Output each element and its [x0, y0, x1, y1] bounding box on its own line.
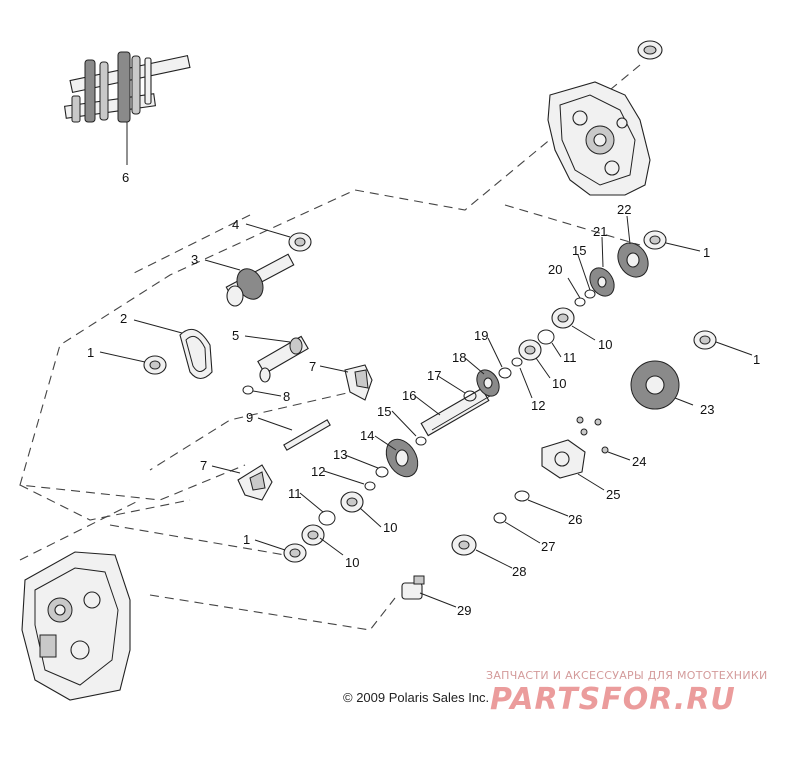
shift-fork-lower	[237, 464, 273, 501]
washer-17	[463, 390, 477, 402]
callout-13: 13	[333, 447, 347, 462]
callout-3: 3	[191, 252, 198, 267]
callout-21: 21	[593, 224, 607, 239]
input-shaft	[225, 253, 295, 307]
o-ring-8	[242, 385, 254, 395]
copyright-notice: © 2009 Polaris Sales Inc.	[343, 690, 490, 705]
callout-10-left-a: 10	[383, 520, 397, 535]
watermark-tagline: ЗАПЧАСТИ И АКСЕССУАРЫ ДЛЯ МОТОТЕХНИКИ	[486, 669, 768, 682]
callout-11-right: 11	[563, 350, 577, 365]
callout-10-right-a: 10	[552, 376, 566, 391]
transmission-cover-housing	[547, 81, 651, 196]
callout-29: 29	[457, 603, 471, 618]
output-shaft	[420, 387, 491, 437]
gear-18	[476, 369, 500, 397]
ring-11-right	[537, 329, 555, 345]
assembly-dashed-lines	[19, 64, 641, 631]
bearing-4	[288, 232, 312, 252]
bearing-1-bottom	[283, 543, 307, 563]
callout-25: 25	[606, 487, 620, 502]
callout-11-left: 11	[288, 486, 302, 501]
ring-11-left	[318, 510, 336, 526]
washer-12-left	[364, 481, 376, 491]
washer-15-upper	[584, 289, 596, 299]
callout-7-lower: 7	[200, 458, 207, 473]
callout-18: 18	[452, 350, 466, 365]
ring-26	[514, 490, 530, 502]
callout-6: 6	[122, 170, 129, 185]
sensor-29	[401, 575, 425, 600]
callout-24: 24	[632, 454, 646, 469]
callout-10-left-b: 10	[345, 555, 359, 570]
callout-1-bottom: 1	[243, 532, 250, 547]
callout-labels: 6 4 3 2 1 5 7 8 9 7 1 10 11 10 12 13 14 …	[87, 170, 760, 618]
shift-rod	[283, 419, 331, 451]
shift-fork-upper	[344, 364, 373, 401]
callout-4: 4	[232, 217, 239, 232]
callout-20: 20	[548, 262, 562, 277]
watermark-logo: PARTSFOR.RU	[490, 682, 736, 717]
flange-25	[541, 439, 586, 479]
callout-26: 26	[568, 512, 582, 527]
callout-8: 8	[283, 389, 290, 404]
bearing-10-left-a	[340, 491, 364, 513]
leader-lines	[99, 122, 753, 608]
washer-20	[574, 297, 586, 307]
callout-1-left: 1	[87, 345, 94, 360]
bearing-10-left-b	[301, 524, 325, 546]
callout-19: 19	[474, 328, 488, 343]
callout-2: 2	[120, 311, 127, 326]
callout-9: 9	[246, 410, 253, 425]
bearing-top-right	[637, 40, 663, 60]
washer-19	[498, 367, 512, 379]
bearing-28	[451, 534, 477, 556]
ring-27	[493, 512, 507, 524]
callout-16: 16	[402, 388, 416, 403]
callout-22: 22	[617, 202, 631, 217]
callout-5: 5	[232, 328, 239, 343]
gear-21	[589, 267, 615, 297]
callout-7-upper: 7	[309, 359, 316, 374]
callout-27: 27	[541, 539, 555, 554]
washer-15-lower	[415, 436, 427, 446]
callout-14: 14	[360, 428, 374, 443]
callout-23: 23	[700, 402, 714, 417]
bearing-1-right-top	[643, 230, 667, 250]
washer-12-right	[511, 357, 523, 367]
gear-23	[630, 360, 680, 410]
bearing-1-left	[143, 355, 167, 375]
callout-1-right: 1	[753, 352, 760, 367]
callout-1-right-top: 1	[703, 245, 710, 260]
callout-17: 17	[427, 368, 441, 383]
callout-15-lower: 15	[377, 404, 391, 419]
callout-12-right: 12	[531, 398, 545, 413]
bearing-10-right-b	[551, 307, 575, 329]
gear-22	[617, 242, 649, 278]
callout-15-upper: 15	[572, 243, 586, 258]
shift-drum	[257, 335, 309, 383]
callout-28: 28	[512, 564, 526, 579]
bearing-10-right-a	[518, 339, 542, 361]
drive-chain	[179, 328, 213, 380]
callout-12-left: 12	[311, 464, 325, 479]
transmission-case-housing	[21, 551, 131, 701]
callout-10-right-b: 10	[598, 337, 612, 352]
gear-cluster-assembly	[63, 51, 191, 123]
washer-13	[375, 466, 389, 478]
bolts-24	[576, 416, 609, 454]
bearing-1-right	[693, 330, 717, 350]
